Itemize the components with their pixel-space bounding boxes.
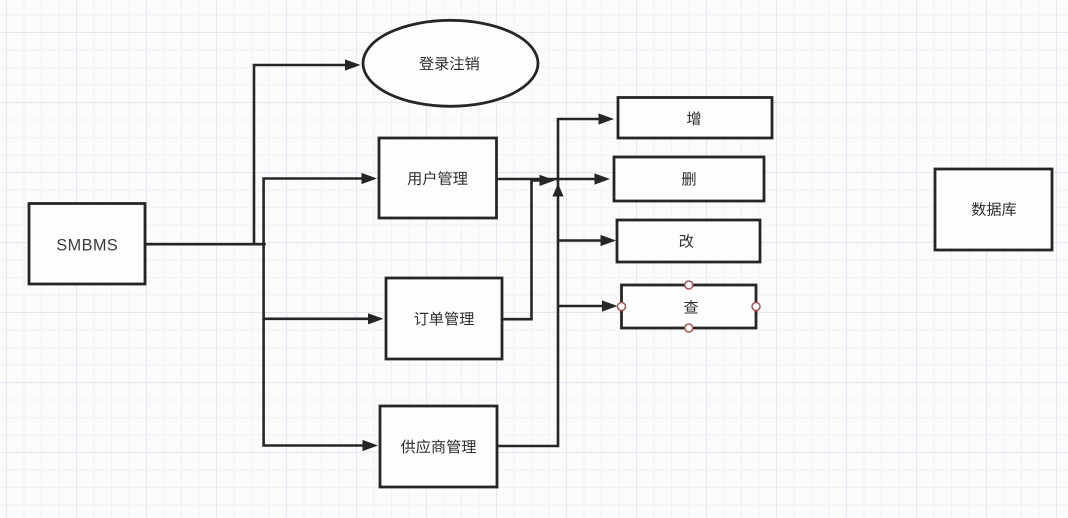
- svg-text:SMBMS: SMBMS: [56, 236, 118, 254]
